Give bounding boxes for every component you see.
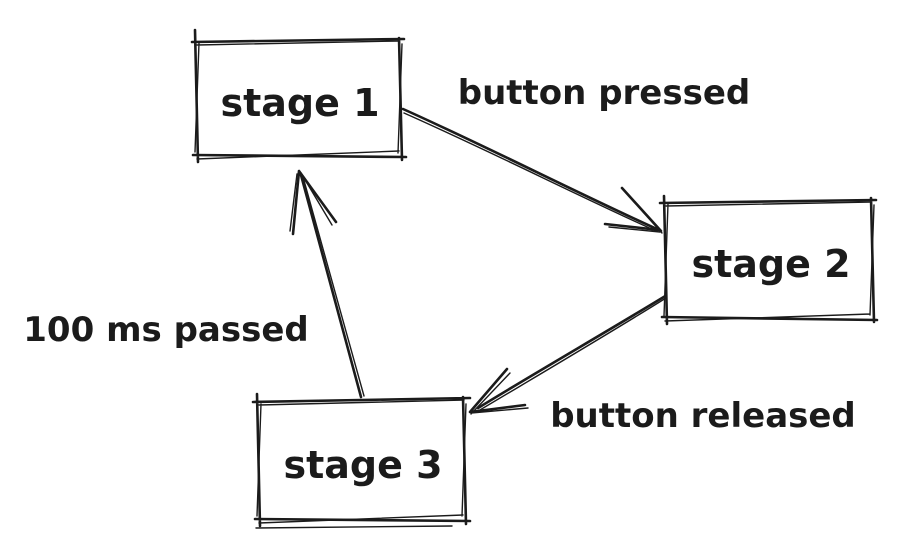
arrow-stage1-to-stage2 xyxy=(401,107,663,233)
edge-stage3-to-stage1: 100 ms passed xyxy=(23,169,365,399)
stage1-label: stage 1 xyxy=(220,81,379,125)
node-stage2: stage 2 xyxy=(658,194,879,326)
stage2-label: stage 2 xyxy=(691,242,850,286)
edge-stage1-to-stage2: button pressed xyxy=(401,73,751,234)
arrow-stage3-to-stage1 xyxy=(291,169,363,399)
edge-label-button-pressed: button pressed xyxy=(458,73,751,113)
stage2-box-fill xyxy=(667,203,871,318)
edge-stage2-to-stage3: button released xyxy=(468,293,856,436)
stage3-box-outline-sketch xyxy=(255,399,467,529)
node-stage3: stage 3 xyxy=(251,392,472,529)
arrow-stage2-to-stage3 xyxy=(468,293,669,414)
node-stage1: stage 1 xyxy=(190,28,408,164)
arrow-stage1-to-stage2-sketch xyxy=(403,112,663,234)
arrow-stage2-to-stage3-sketch xyxy=(470,297,667,415)
stage3-box-fill xyxy=(260,402,463,519)
stage1-box-outline-sketch xyxy=(194,40,403,160)
edge-label-button-released: button released xyxy=(550,396,856,436)
edge-label-100-ms-passed: 100 ms passed xyxy=(23,310,308,350)
stage1-box-fill xyxy=(198,41,399,156)
stage2-box-outline-sketch xyxy=(663,201,875,322)
arrow-stage3-to-stage1-sketch xyxy=(289,172,365,397)
stage3-label: stage 3 xyxy=(283,443,442,487)
